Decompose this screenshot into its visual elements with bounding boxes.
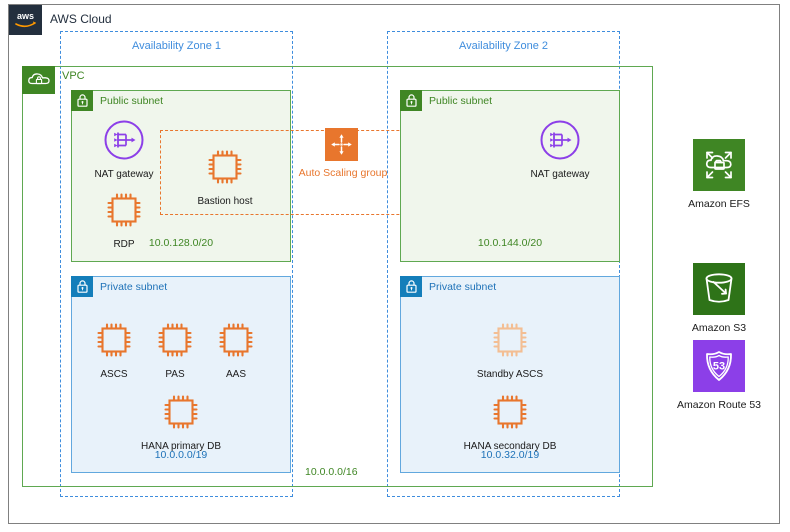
availability-zone-2: Availability Zone 2: [387, 31, 620, 497]
vpc-label: VPC: [62, 70, 85, 82]
vpc-container: [22, 66, 653, 487]
node-label: Bastion host: [197, 196, 253, 207]
node-hana-primary-db[interactable]: HANA primary DB: [134, 390, 228, 452]
ec2-instance-icon: [219, 323, 253, 357]
node-label: ASCS: [100, 369, 128, 380]
node-label: NAT gateway: [530, 169, 590, 180]
node-standby-ascs[interactable]: Standby ASCS: [462, 318, 558, 380]
private-subnet-az2: Private subnet 10.0.32.0/19: [400, 276, 620, 473]
public-subnet-az1-title: Public subnet: [100, 95, 164, 107]
private-subnet-az2-cidr: 10.0.32.0/19: [480, 449, 540, 461]
auto-scaling-icon[interactable]: [325, 128, 358, 161]
public-subnet-az1-cidr: 10.0.128.0/20: [148, 237, 214, 249]
public-subnet-az1: Public subnet 10.0.128.0/20: [71, 90, 291, 262]
public-subnet-az2: Public subnet 10.0.144.0/20: [400, 90, 620, 262]
node-label: AAS: [225, 369, 246, 380]
lock-icon: [400, 90, 422, 111]
auto-scaling-group-label: Auto Scaling group: [298, 167, 388, 179]
public-subnet-az2-cidr: 10.0.144.0/20: [477, 237, 543, 249]
amazon-route53-icon: 53: [693, 340, 745, 392]
private-subnet-az1: Private subnet 10.0.0.0/19: [71, 276, 291, 473]
node-label: HANA secondary DB: [463, 441, 557, 452]
vpc-cidr-label: 10.0.0.0/16: [305, 466, 358, 478]
node-label: NAT gateway: [94, 169, 154, 180]
ec2-instance-icon: [493, 395, 527, 429]
ec2-instance-icon: [164, 395, 198, 429]
amazon-efs-icon: [693, 139, 745, 191]
availability-zone-2-label: Availability Zone 2: [458, 40, 549, 52]
ec2-instance-faded-icon: [493, 323, 527, 357]
page-title: AWS Cloud: [50, 12, 112, 26]
nat-gateway-icon: [540, 120, 580, 160]
node-ascs[interactable]: ASCS: [86, 318, 142, 380]
node-nat-gateway-az2[interactable]: NAT gateway: [524, 118, 596, 180]
svg-text:53: 53: [713, 361, 725, 373]
availability-zone-1-label: Availability Zone 1: [131, 40, 222, 52]
amazon-s3-icon: [693, 263, 745, 315]
ec2-instance-icon: [208, 150, 242, 184]
ec2-instance-icon: [107, 193, 141, 227]
service-amazon-route53[interactable]: 53 Amazon Route 53: [659, 340, 779, 411]
node-label: PAS: [165, 369, 185, 380]
node-label: HANA primary DB: [140, 441, 221, 452]
private-subnet-az1-cidr: 10.0.0.0/19: [154, 449, 208, 461]
node-aas[interactable]: AAS: [208, 318, 264, 380]
node-label: Standby ASCS: [476, 369, 544, 380]
public-subnet-az2-title: Public subnet: [429, 95, 493, 107]
service-label: Amazon EFS: [688, 198, 750, 210]
ec2-instance-icon: [158, 323, 192, 357]
service-label: Amazon S3: [691, 322, 747, 334]
lock-icon: [71, 90, 93, 111]
service-amazon-s3[interactable]: Amazon S3: [659, 263, 779, 334]
node-nat-gateway-az1[interactable]: NAT gateway: [88, 118, 160, 180]
service-amazon-efs[interactable]: Amazon EFS: [659, 139, 779, 210]
node-hana-secondary-db[interactable]: HANA secondary DB: [452, 390, 568, 452]
nat-gateway-icon: [104, 120, 144, 160]
service-label: Amazon Route 53: [676, 399, 762, 411]
availability-zone-1: Availability Zone 1: [60, 31, 293, 497]
svg-text:aws: aws: [17, 11, 34, 21]
private-subnet-az1-title: Private subnet: [100, 281, 168, 293]
lock-icon: [400, 276, 422, 297]
private-subnet-az2-title: Private subnet: [429, 281, 497, 293]
aws-logo-icon: aws: [9, 5, 42, 35]
node-rdp[interactable]: RDP: [88, 188, 160, 250]
node-label: RDP: [113, 239, 135, 250]
node-bastion-host[interactable]: Bastion host: [189, 145, 261, 207]
node-pas[interactable]: PAS: [147, 318, 203, 380]
lock-icon: [71, 276, 93, 297]
ec2-instance-icon: [97, 323, 131, 357]
vpc-cloud-icon: [22, 66, 55, 94]
